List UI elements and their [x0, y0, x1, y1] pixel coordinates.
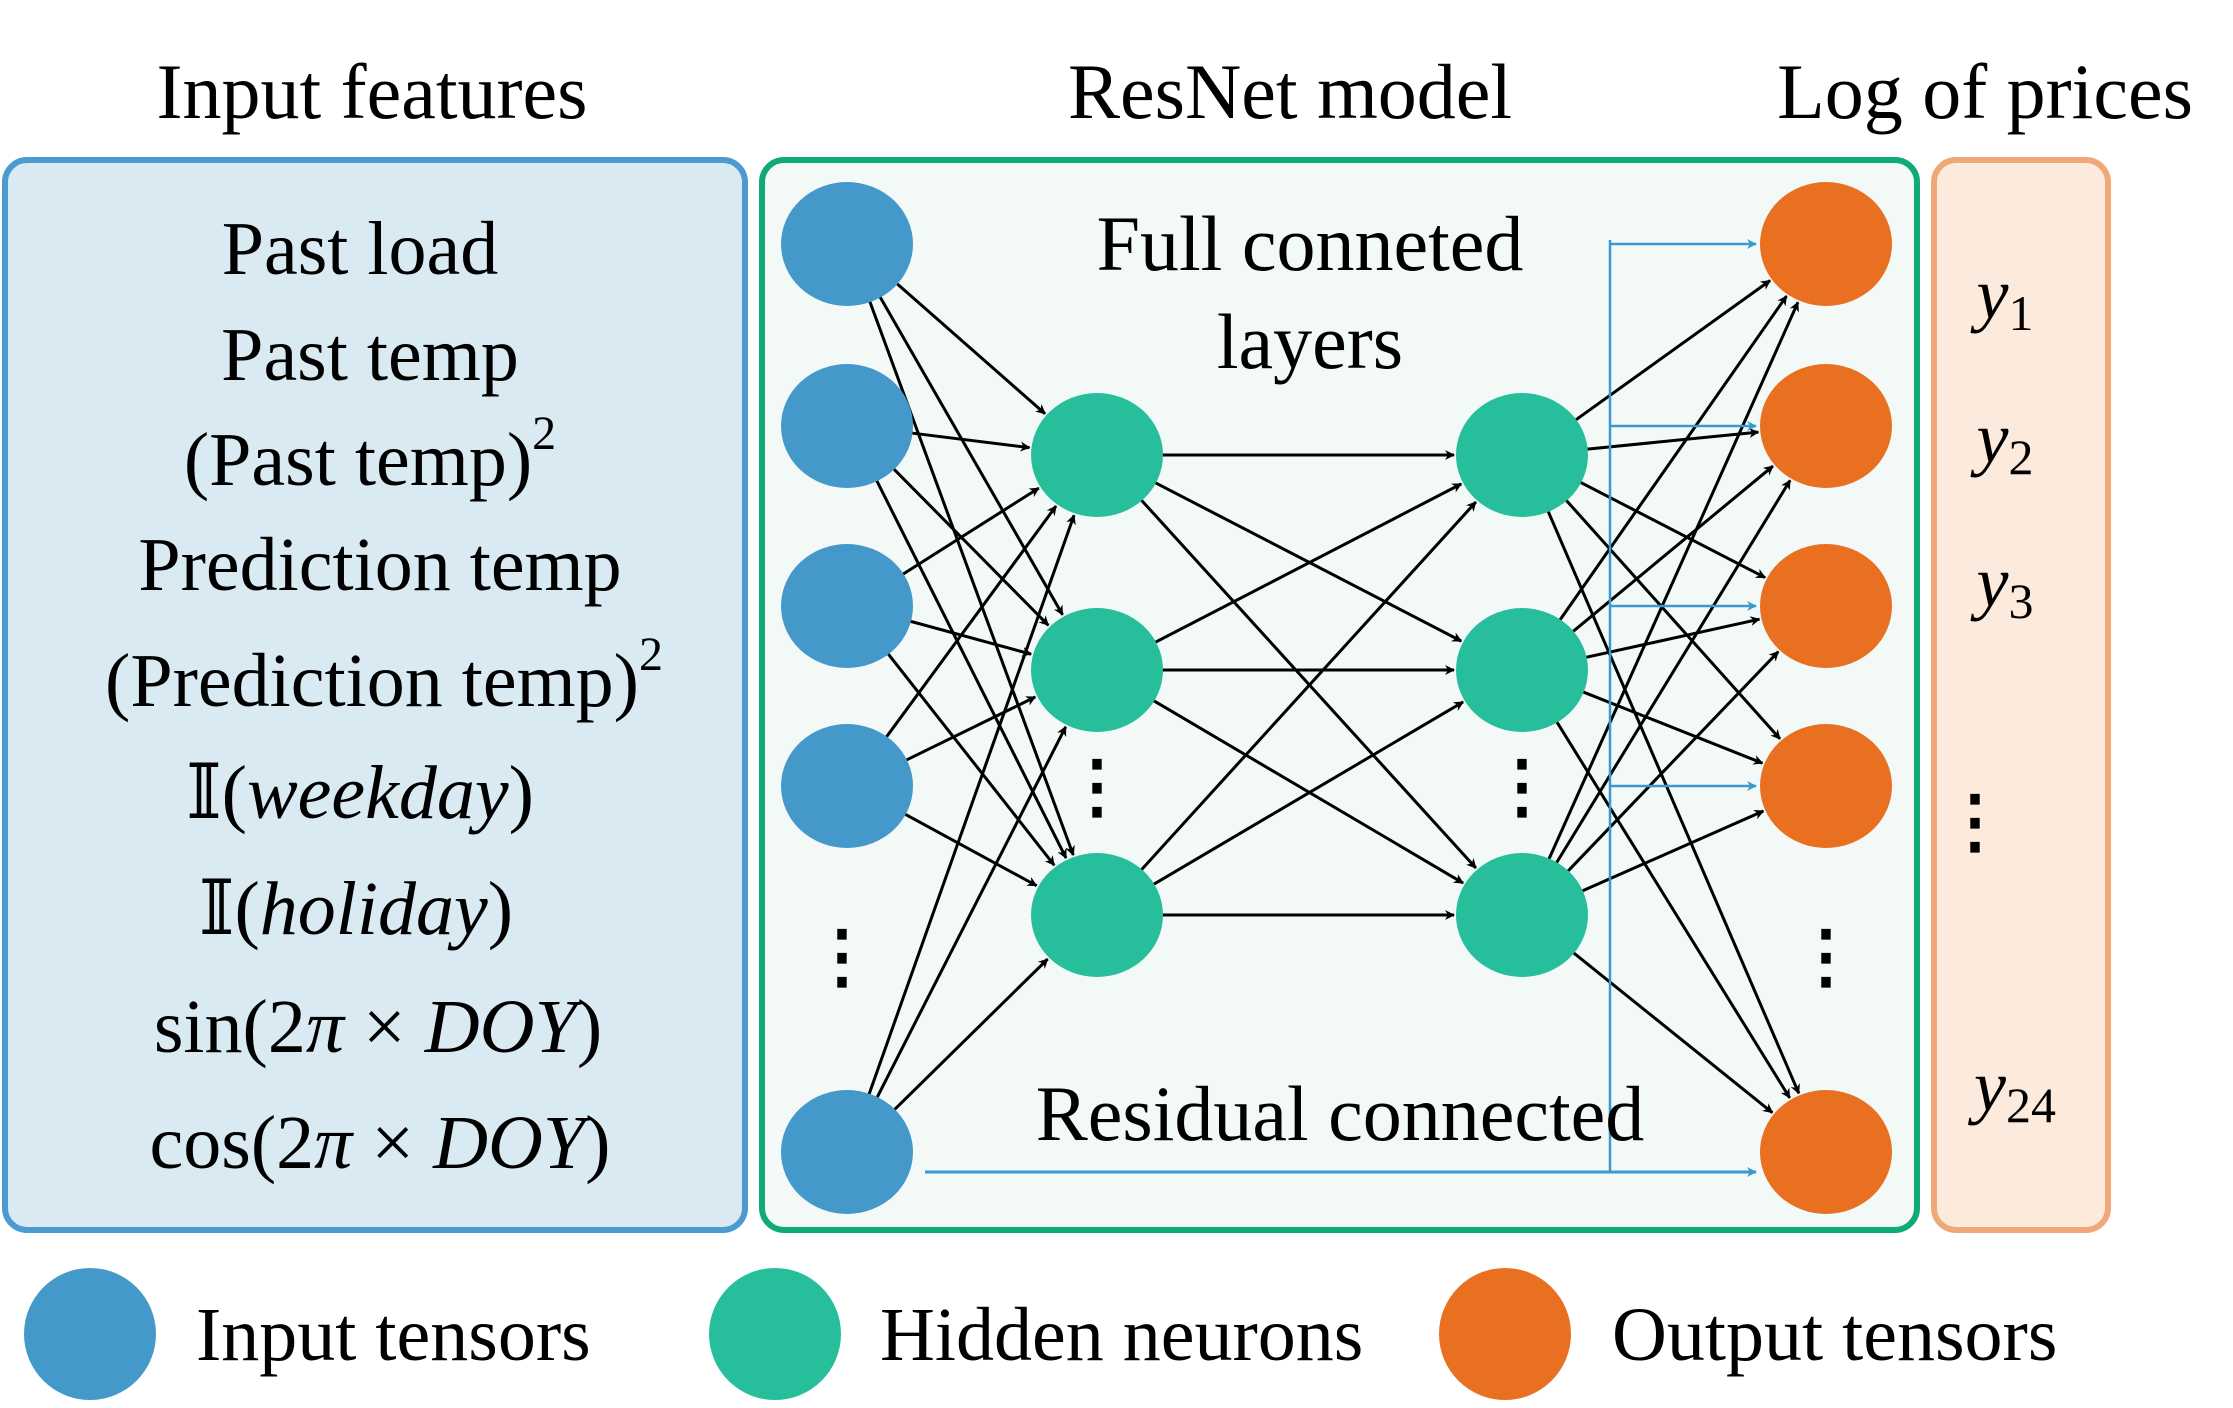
edge-hidden1-0-hidden2-1	[1151, 479, 1463, 643]
network-nodes	[781, 182, 1892, 1214]
feature-sin-doy: sin(2π × DOY)	[154, 985, 602, 1069]
resnet-model-title: ResNet model	[1068, 48, 1512, 135]
edge-hidden1-2-hidden2-0	[1137, 500, 1477, 874]
hidden1-node-0	[1031, 393, 1163, 517]
legend-input-swatch	[24, 1268, 156, 1400]
edge-hidden1-0-hidden2-2	[1137, 496, 1477, 870]
edge-input-3-hidden1-0	[883, 505, 1058, 741]
edge-input-2-hidden1-2	[884, 650, 1056, 867]
y-label-24: y24	[1967, 1046, 2056, 1133]
feature-weekday-indicator: 𝕀(weekday)	[186, 751, 534, 835]
legend-input-label: Input tensors	[196, 1293, 591, 1377]
edge-input-0-hidden1-1	[877, 293, 1064, 616]
output-node-4	[1760, 1090, 1892, 1214]
edge-hidden2-2-output-4	[1569, 949, 1774, 1114]
residual-connections	[925, 239, 1757, 1177]
legend-hidden-label: Hidden neurons	[880, 1293, 1363, 1377]
hidden1-ellipsis: ⋮	[1062, 749, 1132, 826]
edge-hidden2-0-output-3	[1562, 496, 1782, 740]
edge-hidden1-1-hidden2-0	[1151, 482, 1463, 646]
y-label-2: y2	[1970, 398, 2034, 485]
edge-input-3-hidden1-1	[902, 695, 1037, 763]
feature-past-load: Past load	[222, 207, 499, 291]
edge-hidden1-1-hidden2-2	[1149, 697, 1464, 885]
y-label-3: y3	[1970, 542, 2034, 629]
network-edges	[866, 279, 1801, 1114]
input-node-1	[781, 364, 913, 488]
full-connected-label-line1: Full conneted	[1097, 200, 1524, 287]
output-node-1	[1760, 364, 1892, 488]
edge-input-1-hidden1-2	[873, 476, 1068, 859]
edge-input-4-hidden1-1	[874, 725, 1068, 1102]
edge-hidden2-1-output-1	[1569, 464, 1774, 635]
feature-cos-doy: cos(2π × DOY)	[150, 1101, 611, 1185]
output-node-0	[1760, 182, 1892, 306]
feature-holiday-indicator: 𝕀(holiday)	[199, 867, 513, 951]
output-node-2	[1760, 544, 1892, 668]
hidden2-node-1	[1456, 608, 1588, 732]
input-features-panel	[2, 157, 748, 1233]
hidden2-node-0	[1456, 393, 1588, 517]
input-ellipsis: ⋮	[807, 919, 877, 996]
input-node-4	[781, 1090, 913, 1214]
feature-past-temp: Past temp	[221, 313, 519, 397]
edge-input-2-hidden1-1	[906, 618, 1033, 657]
feature-past-temp-squared: (Past temp)2	[184, 407, 556, 502]
hidden2-ellipsis: ⋮	[1487, 749, 1557, 826]
edge-input-0-hidden1-2	[867, 297, 1075, 856]
edge-hidden2-2-output-0	[1546, 301, 1800, 863]
edge-hidden2-2-output-1	[1553, 479, 1792, 867]
output-node-3	[1760, 724, 1892, 848]
edge-hidden2-2-output-2	[1564, 650, 1780, 875]
edge-hidden2-0-output-4	[1545, 507, 1801, 1095]
edge-input-2-hidden1-0	[899, 486, 1040, 578]
edge-input-1-hidden1-1	[890, 465, 1050, 627]
input-node-3	[781, 724, 913, 848]
input-node-0	[781, 182, 913, 306]
edge-hidden2-0-output-0	[1572, 279, 1772, 424]
edge-hidden2-1-output-0	[1556, 295, 1788, 624]
edge-hidden2-1-output-4	[1553, 718, 1791, 1099]
edge-input-4-hidden1-2	[890, 957, 1049, 1114]
legend-output-swatch	[1439, 1268, 1571, 1400]
input-features-title: Input features	[157, 48, 588, 135]
residual-connected-label: Residual connected	[1036, 1070, 1645, 1157]
hidden1-node-2	[1031, 853, 1163, 977]
output-prices-panel	[1931, 157, 2111, 1233]
edge-input-4-hidden1-0	[866, 514, 1076, 1098]
edge-input-0-hidden1-0	[893, 280, 1047, 415]
legend-hidden-swatch	[709, 1268, 841, 1400]
legend-output-label: Output tensors	[1612, 1293, 2057, 1377]
feature-prediction-temp-squared: (Prediction temp)2	[105, 628, 663, 723]
log-of-prices-title: Log of prices	[1777, 48, 2193, 135]
input-node-2	[781, 544, 913, 668]
edge-input-3-hidden1-2	[901, 811, 1038, 887]
y-label-1: y1	[1970, 254, 2034, 341]
edge-hidden1-2-hidden2-1	[1149, 700, 1464, 888]
y-label-ellipsis: ⋮	[1940, 784, 2010, 861]
edge-hidden2-1-output-2	[1582, 616, 1761, 660]
feature-prediction-temp: Prediction temp	[138, 523, 621, 607]
hidden2-node-2	[1456, 853, 1588, 977]
edge-hidden2-0-output-1	[1583, 427, 1760, 451]
output-ellipsis: ⋮	[1791, 919, 1861, 996]
edge-input-1-hidden1-0	[908, 431, 1031, 452]
full-connected-label-line2: layers	[1217, 298, 1403, 385]
hidden1-node-1	[1031, 608, 1163, 732]
